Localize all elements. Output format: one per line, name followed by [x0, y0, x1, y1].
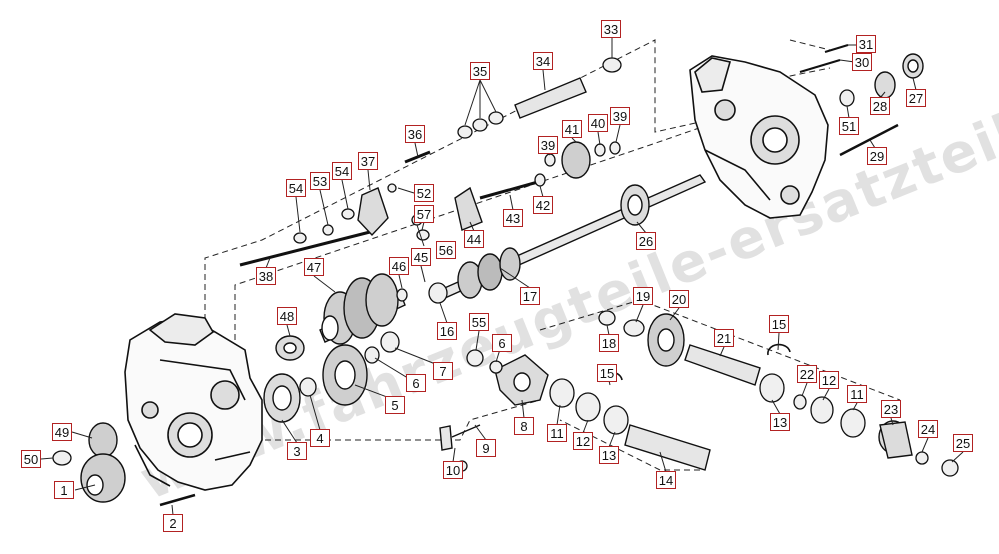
part-label-37: 37	[358, 152, 378, 170]
part-label-16: 16	[437, 322, 457, 340]
part-label-13a: 13	[599, 446, 619, 464]
part-label-41: 41	[562, 120, 582, 138]
left-housing	[124, 313, 263, 491]
part-label-25: 25	[953, 434, 973, 452]
part-label-8: 8	[514, 417, 534, 435]
part-label-23: 23	[881, 400, 901, 418]
part-label-40: 40	[588, 114, 608, 132]
part-label-1: 1	[54, 481, 74, 499]
main-gear-cluster	[319, 273, 406, 345]
part-label-2: 2	[163, 514, 183, 532]
part-label-4: 4	[310, 429, 330, 447]
small-gears	[80, 141, 685, 503]
part-label-57: 57	[414, 205, 434, 223]
part-label-5: 5	[385, 396, 405, 414]
right-housing	[689, 55, 829, 219]
part-label-27: 27	[906, 89, 926, 107]
part-label-45: 45	[411, 248, 431, 266]
part-label-22: 22	[797, 365, 817, 383]
part-label-20: 20	[669, 290, 689, 308]
output-gear	[322, 344, 368, 406]
part-label-26: 26	[636, 232, 656, 250]
part-label-35: 35	[470, 62, 490, 80]
shafts	[159, 44, 899, 507]
part-label-12b: 12	[819, 371, 839, 389]
part-label-33: 33	[601, 20, 621, 38]
part-label-42: 42	[533, 196, 553, 214]
part-label-24: 24	[918, 420, 938, 438]
part-label-17: 17	[520, 287, 540, 305]
part-label-52: 52	[414, 184, 434, 202]
part-label-14: 14	[656, 471, 676, 489]
washers-and-rings	[52, 57, 959, 477]
part-label-54b: 54	[332, 162, 352, 180]
part-label-18: 18	[599, 334, 619, 352]
misc-components	[357, 186, 913, 459]
part-label-6b: 6	[492, 334, 512, 352]
part-label-39a: 39	[538, 136, 558, 154]
part-label-34: 34	[533, 52, 553, 70]
part-label-7: 7	[433, 362, 453, 380]
part-label-43: 43	[503, 209, 523, 227]
part-label-11a: 11	[547, 424, 567, 442]
part-label-6a: 6	[406, 374, 426, 392]
part-label-36: 36	[405, 125, 425, 143]
part-label-28: 28	[870, 97, 890, 115]
part-label-56: 56	[436, 241, 456, 259]
part-label-50: 50	[21, 450, 41, 468]
part-label-31: 31	[856, 35, 876, 53]
part-label-12a: 12	[573, 432, 593, 450]
part-label-54a: 54	[286, 179, 306, 197]
bearings	[263, 53, 924, 423]
part-label-30: 30	[852, 53, 872, 71]
part-label-29: 29	[867, 147, 887, 165]
part-label-38: 38	[256, 267, 276, 285]
part-label-21: 21	[714, 329, 734, 347]
part-label-53: 53	[310, 172, 330, 190]
part-label-10: 10	[443, 461, 463, 479]
part-label-3: 3	[287, 442, 307, 460]
part-label-15b: 15	[769, 315, 789, 333]
part-label-51: 51	[839, 117, 859, 135]
part-label-46: 46	[389, 257, 409, 275]
part-label-49: 49	[52, 423, 72, 441]
part-label-55: 55	[469, 313, 489, 331]
leader-lines	[40, 38, 964, 516]
part-label-11b: 11	[847, 385, 867, 403]
part-label-19: 19	[633, 287, 653, 305]
bolt-9	[439, 424, 481, 451]
part-label-15a: 15	[597, 364, 617, 382]
part-label-44: 44	[464, 230, 484, 248]
part-label-48: 48	[277, 307, 297, 325]
part-label-13b: 13	[770, 413, 790, 431]
part-label-39b: 39	[610, 107, 630, 125]
part-label-47: 47	[304, 258, 324, 276]
part-label-9: 9	[476, 439, 496, 457]
